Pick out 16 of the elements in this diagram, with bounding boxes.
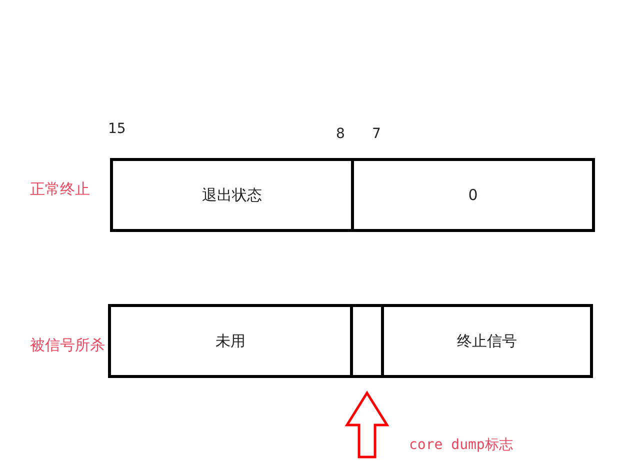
field-label: 未用 — [216, 332, 246, 350]
bit-number: 8 — [336, 126, 345, 142]
row-label: 被信号所杀 — [30, 336, 105, 355]
bit-number: 15 — [108, 121, 126, 137]
field-label: 0 — [468, 186, 478, 204]
bit-number: 7 — [372, 126, 381, 142]
field-box — [110, 158, 354, 232]
row-label: 正常终止 — [30, 180, 90, 199]
bit-box — [350, 304, 384, 378]
annotation: core dump标志 — [409, 436, 513, 454]
field-label: 退出状态 — [202, 186, 262, 204]
field-box — [351, 158, 595, 232]
field-box — [108, 304, 353, 378]
field-box — [381, 304, 593, 378]
field-label: 终止信号 — [457, 332, 517, 350]
block-arrow — [344, 390, 390, 458]
